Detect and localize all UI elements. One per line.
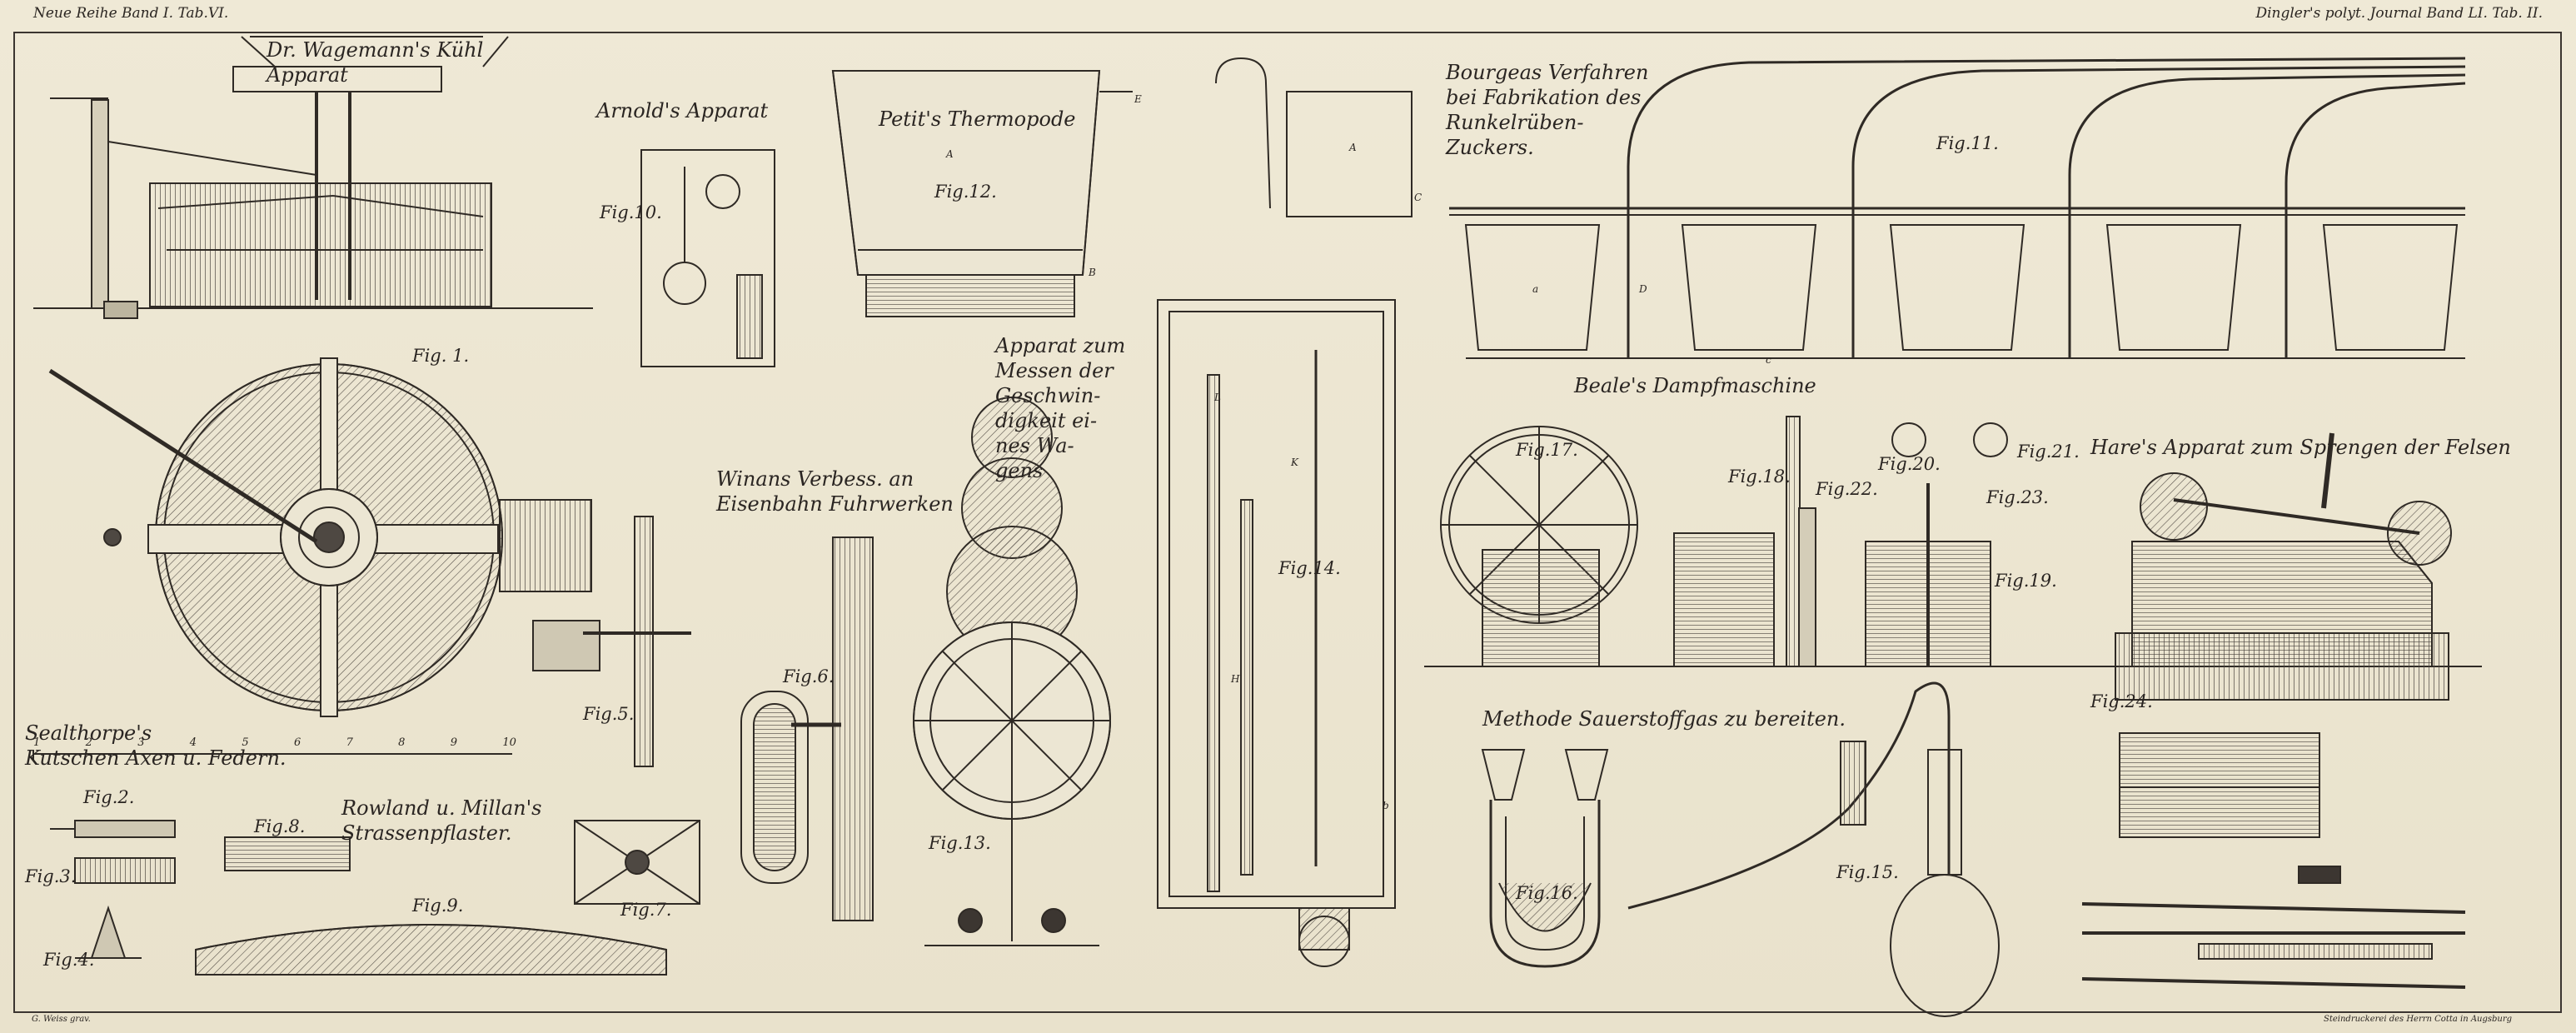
header-left: Neue Reihe Band I. Tab.VI. [33, 5, 229, 22]
scale-tick: 2 [85, 736, 92, 749]
letter-A: A [946, 148, 954, 160]
letter-B: B [1089, 267, 1096, 278]
title-thermopode: Petit's Thermopode [879, 107, 1076, 131]
scale-ticks: 1 2 3 4 5 6 7 8 9 10 [33, 736, 516, 749]
label-fig19: Fig.19. [1995, 571, 2057, 591]
scale-tick: 9 [450, 736, 458, 749]
letter-H: H [1231, 673, 1240, 685]
label-fig5: Fig.5. [583, 704, 635, 724]
label-fig9: Fig.9. [412, 896, 464, 916]
fig24-grid-plate [2119, 732, 2320, 838]
label-fig12: Fig.12. [934, 182, 997, 202]
label-fig7: Fig.7. [620, 900, 672, 920]
fig19-engine [1865, 483, 1991, 667]
fig5-axle-detail [532, 516, 691, 767]
label-fig11: Fig.11. [1936, 133, 1999, 153]
letter-E: E [1134, 93, 1142, 105]
fig20-fig21-rings [1891, 422, 2008, 457]
label-fig15: Fig.15. [1836, 862, 1899, 882]
label-fig14: Fig.14. [1278, 558, 1341, 578]
fig4-bearing [75, 905, 142, 959]
fig9-road-arch [195, 924, 667, 976]
letter-K: K [1291, 457, 1298, 468]
letter-C: C [1414, 192, 1423, 203]
fig10-arnold-apparatus [640, 149, 775, 367]
fig13-speed-gauge [913, 397, 1111, 946]
label-fig8: Fig.8. [254, 816, 306, 836]
title-winans: Winans Verbess. an Eisenbahn Fuhrwerken [716, 467, 954, 516]
scale-tick: 3 [137, 736, 145, 749]
fig7-frame [574, 820, 700, 905]
scale-tick: 10 [502, 736, 516, 749]
label-fig13: Fig.13. [929, 833, 991, 853]
footer-left: G. Weiss grav. [32, 1015, 91, 1024]
title-speed-apparatus: Apparat zum Messen der Geschwin- digkeit… [995, 334, 1126, 482]
label-fig20: Fig.20. [1878, 454, 1941, 474]
header-right: Dingler's polyt. Journal Band LI. Tab. I… [2255, 5, 2543, 22]
title-beale: Beale's Dampfmaschine [1574, 374, 1816, 397]
title-rowland: Rowland u. Millan's Strassenpflaster. [341, 796, 542, 845]
title-sealthorpe: Sealthorpe's Kutschen Axen u. Federn. [25, 721, 286, 770]
fig1-wheel-plan [48, 357, 592, 717]
letter-b: b [1383, 800, 1389, 811]
fig8-paving-block [224, 836, 351, 871]
fig12-thermopode [831, 70, 1133, 317]
label-fig3: Fig.3. [25, 866, 77, 886]
scale-tick: 1 [33, 736, 41, 749]
title-wagemann: Dr. Wagemann's Kühl Apparat [267, 38, 484, 87]
letter-c: c [1766, 354, 1771, 366]
fig24-blasting-box [2115, 432, 2452, 701]
letter-a: a [1532, 283, 1539, 295]
title-methode: Methode Sauerstoffgas zu bereiten. [1482, 707, 1846, 731]
letter-A2: A [1349, 142, 1357, 153]
label-fig10: Fig.10. [600, 202, 662, 222]
fig6-wheel-bearing [740, 536, 874, 921]
label-fig24: Fig.24. [2090, 691, 2153, 711]
label-fig1: Fig. 1. [412, 346, 470, 366]
fig3-spring [74, 857, 176, 884]
scale-tick: 7 [346, 736, 353, 749]
title-bourgeas: Bourgeas Verfahren bei Fabrikation des R… [1446, 61, 1649, 159]
fig16-u-tube [1481, 749, 1609, 968]
label-fig16: Fig.16. [1516, 883, 1578, 903]
label-fig2: Fig.2. [83, 787, 135, 807]
label-fig23: Fig.23. [1986, 487, 2049, 507]
label-fig4: Fig.4. [43, 950, 95, 970]
title-arnold: Arnold's Apparat [596, 99, 769, 122]
plate-border [13, 32, 2562, 1013]
title-hare: Hare's Apparat zum Sprengen der Felsen [2090, 436, 2511, 459]
scale-bar [32, 750, 512, 760]
letter-L: L [1214, 392, 1221, 403]
scale-tick: 8 [398, 736, 406, 749]
label-fig21: Fig.21. [2017, 442, 2080, 462]
fig14-tall-frame [1157, 299, 1396, 967]
fig11-sugar-vessels [1215, 57, 2466, 359]
fig2-axle [50, 820, 176, 838]
fig1-cooler-elevation [33, 36, 593, 319]
scale-tick: 6 [293, 736, 301, 749]
fig24-cables [2081, 866, 2466, 989]
fig15-retort [1627, 681, 2000, 1017]
scale-tick: 5 [242, 736, 249, 749]
label-fig17: Fig.17. [1516, 440, 1578, 460]
label-fig6: Fig.6. [783, 666, 835, 686]
label-fig18: Fig.18. [1728, 467, 1791, 487]
fig18-engine [1673, 416, 1816, 667]
footer-right: Steindruckerei des Herrn Cotta in Augsbu… [2324, 1015, 2513, 1024]
label-fig22: Fig.22. [1816, 479, 1878, 499]
scale-tick: 4 [189, 736, 197, 749]
letter-D: D [1639, 283, 1647, 295]
